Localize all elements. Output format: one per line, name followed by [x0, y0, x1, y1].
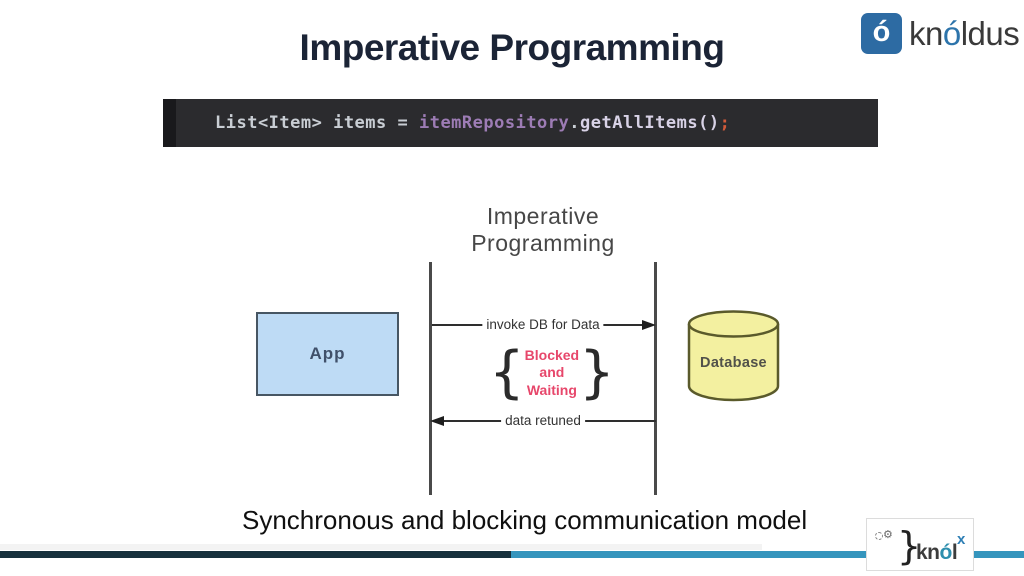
knolx-logo-text: knól — [916, 541, 958, 565]
code-token-method: getAllItems() — [580, 113, 720, 133]
code-token-declaration: List<Item> items = — [215, 113, 419, 133]
head-profile-icon: } — [897, 524, 922, 568]
blocked-line1: Blocked — [524, 347, 580, 364]
database-node-label: Database — [700, 355, 767, 371]
footer-bar-shadow — [0, 544, 762, 550]
code-line: List<Item> items = itemRepository.getAll… — [215, 113, 730, 133]
blocked-line2: and — [539, 364, 565, 381]
lifeline-database — [654, 262, 657, 495]
knolx-text-pre: kn — [916, 541, 940, 564]
code-token-semicolon: ; — [719, 113, 731, 133]
footer-bar-light — [511, 551, 1024, 558]
knoldus-logo-icon: ó — [861, 13, 902, 54]
arrowhead-left-icon — [430, 416, 444, 426]
knolx-text-post: l — [951, 541, 958, 564]
code-gutter — [163, 99, 176, 147]
blocked-line3: Waiting — [526, 381, 577, 398]
knoldus-logo: ó knóldus — [861, 13, 1020, 54]
code-snippet: List<Item> items = itemRepository.getAll… — [163, 99, 878, 147]
logo-text-accent: ó — [942, 14, 961, 52]
logo-text-pre: kn — [909, 14, 943, 52]
knolx-text-accent: ó — [939, 541, 953, 564]
database-node: Database — [686, 308, 781, 404]
lifeline-app — [429, 262, 432, 495]
slide-caption: Synchronous and blocking communication m… — [242, 505, 808, 535]
code-token-field: itemRepository — [418, 113, 570, 133]
diagram-heading: Imperative Programming — [443, 203, 643, 257]
app-node: App — [256, 312, 399, 396]
page-title: Imperative Programming — [299, 27, 725, 68]
diagram-heading-line1: Imperative — [486, 203, 600, 229]
dashed-gear-icon — [875, 532, 883, 540]
app-node-label: App — [309, 344, 346, 363]
knoldus-logo-text: knóldus — [909, 14, 1020, 53]
logo-text-post: ldus — [960, 14, 1020, 52]
knolx-logo: ⚙ } knól x — [866, 518, 974, 571]
arrowhead-right-icon — [642, 320, 656, 330]
database-cylinder-icon — [687, 310, 780, 402]
blocked-waiting-text: Blocked and Waiting — [525, 347, 579, 398]
code-token-dot: . — [569, 113, 581, 133]
close-brace: } — [579, 340, 615, 405]
blocked-waiting-group: { Blocked and Waiting } — [489, 340, 615, 405]
gear-icon: ⚙ — [883, 529, 893, 541]
knolx-sup-x: x — [957, 531, 966, 548]
arrow-return-label: data retuned — [501, 413, 585, 429]
footer-bar-dark — [0, 551, 511, 558]
diagram-heading-line2: Programming — [471, 230, 615, 257]
arrow-invoke-label: invoke DB for Data — [482, 317, 604, 333]
open-brace: { — [489, 340, 525, 405]
